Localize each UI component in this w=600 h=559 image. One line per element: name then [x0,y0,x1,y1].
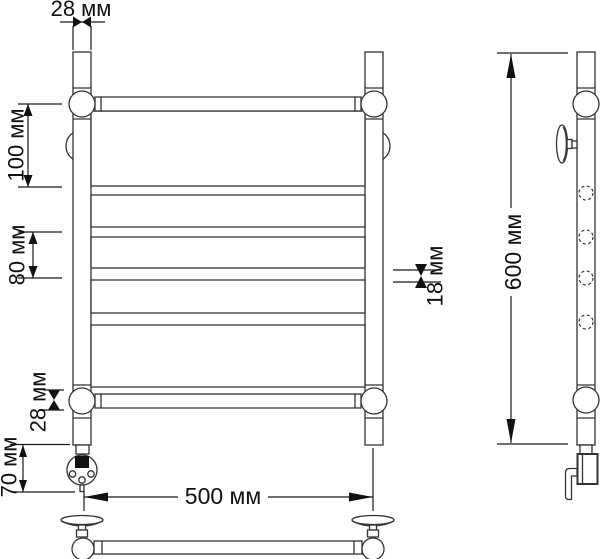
wall-plate-stem-2 [571,140,578,149]
ball-joint-top-right [360,90,388,118]
left-post-joints [73,87,91,419]
top-crossbar [94,96,362,112]
arrowhead [19,480,27,492]
dim-post-width-top-label: 28 мм [51,0,112,21]
right-post-joints [365,87,383,419]
side-element-body [576,453,599,485]
dim-tube-thickness: 18 мм [393,246,448,307]
dim-lines [393,269,441,283]
rung-4 [90,279,366,314]
front-view [65,51,391,493]
side-heater-box [564,444,599,501]
dim-overall-width: 500 мм [83,448,374,511]
dim-top-section-label: 100 мм [4,108,29,181]
arrowhead [48,400,60,410]
top-view-ball-right [361,537,385,559]
dim-heater-height-label: 70 мм [0,437,22,498]
arrowhead [415,264,427,276]
side-wall-plate [555,124,578,164]
hidden-tube-end-1 [578,185,594,201]
element-neck [75,444,90,455]
top-view-bar-ticks [101,541,355,554]
top-view [60,514,395,559]
element-pin-hole-right [87,470,95,478]
arrowhead [28,232,38,244]
arrowhead [48,390,60,400]
dim-overall-height-label: 600 мм [500,214,526,290]
bottom-crossbar-ticks [100,394,356,408]
ball-joint-top-left [68,90,96,118]
dim-lines [83,448,374,511]
arrowhead [23,175,33,187]
dim-lines [497,52,568,445]
dim-overall-width-label: 500 мм [185,483,261,509]
hidden-tube-end-4 [578,314,594,330]
arrowhead [349,492,373,502]
dim-rung-spacing: 80 мм [5,225,62,286]
rung-panel-bottom [90,324,366,388]
mount-stem-left-1 [77,524,87,531]
element-pin-hole-left [68,470,77,478]
top-view-mount-left [60,514,104,538]
dim-heater-height: 70 мм [0,437,75,498]
heating-element [66,444,98,493]
dim-lines [60,21,105,50]
hidden-tube-end-3 [578,270,594,286]
top-view-ball-left [71,537,95,559]
side-ball-joint-top [572,90,600,118]
bottom-crossbar [94,393,362,409]
top-view-mount-right [351,514,395,538]
dim-top-section-height: 100 мм [4,103,62,188]
rung-3 [90,236,366,269]
side-element-neck [579,444,593,455]
arrowhead [82,16,91,28]
dim-post-width-top: 28 мм [51,0,112,50]
arrowhead [19,445,27,457]
side-ball-joint-bottom [572,386,600,414]
arrowhead [506,419,516,443]
top-view-bar [93,540,363,555]
element-pin-hole-center [78,476,86,484]
mount-stem-right-1 [368,524,378,531]
element-contact-block [75,456,89,468]
ball-joint-bottom-left [68,387,96,415]
dim-bottom-joint: 28 мм [26,372,64,433]
dim-tube-thickness-label: 18 мм [423,246,448,307]
hidden-tube-end-2 [578,229,594,245]
element-pin [79,484,85,493]
wall-plate-stem-1 [566,138,573,150]
power-cable [564,467,578,501]
arrowhead [73,16,82,28]
dim-overall-height: 600 мм [497,52,568,445]
dim-lines [18,103,62,188]
top-crossbar-ticks [100,97,356,111]
arrowhead [28,266,38,278]
dim-rung-spacing-label: 80 мм [5,225,30,286]
side-post-joints [577,87,595,419]
arrowhead [415,276,427,288]
arrowhead [23,104,33,116]
dimension-annotations: 28 мм 100 мм 80 мм 18 мм 28 [0,0,568,511]
mount-stem-right-2 [366,529,380,538]
side-view [555,51,600,501]
arrowhead [84,492,108,502]
rung-2 [90,194,366,228]
ball-joint-bottom-right [360,387,388,415]
arrowhead [506,54,516,78]
mount-stem-left-2 [75,529,89,538]
dim-bottom-joint-label: 28 мм [26,372,51,433]
rung-panel-top [90,110,366,187]
